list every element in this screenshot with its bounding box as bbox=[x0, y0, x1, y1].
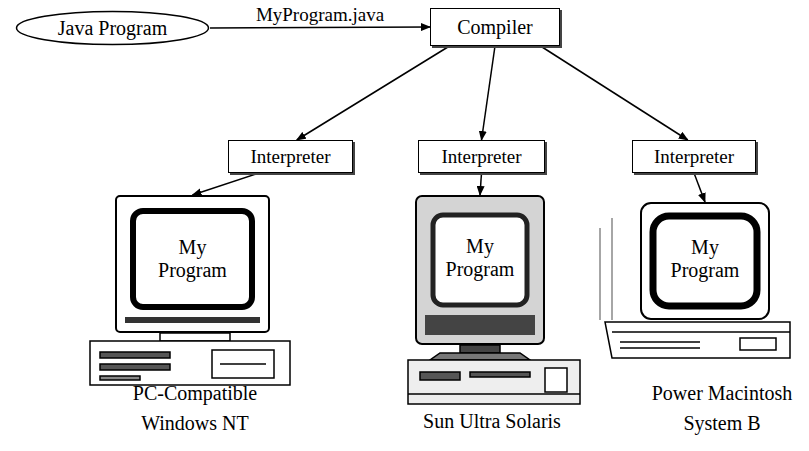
process-box: Compiler bbox=[430, 8, 560, 46]
start-ellipse: Java Program bbox=[15, 10, 210, 46]
pc-case bbox=[90, 333, 290, 385]
flow-arrow bbox=[541, 46, 688, 140]
process-box: Interpreter bbox=[418, 140, 545, 173]
monitor-screen: My Program bbox=[115, 195, 270, 333]
computer-caption: Power Macintosh System B bbox=[637, 378, 807, 438]
node-label: Compiler bbox=[457, 16, 533, 39]
process-box: Interpreter bbox=[228, 140, 353, 173]
node-text-group: Interpreter bbox=[441, 146, 521, 168]
sun-base bbox=[408, 345, 580, 404]
flow-arrow bbox=[210, 27, 430, 28]
node-text-group: Java Program bbox=[58, 17, 167, 40]
node-label: My Program bbox=[661, 236, 749, 282]
edge-label: MyProgram.java bbox=[253, 4, 387, 26]
node-text-group: My Program bbox=[147, 236, 239, 282]
node-label: My Program bbox=[147, 236, 239, 282]
node-text-group: Interpreter bbox=[250, 146, 330, 168]
process-box: Interpreter bbox=[632, 140, 756, 173]
flow-arrow bbox=[297, 46, 450, 140]
node-text-group: Compiler bbox=[457, 16, 533, 39]
monitor-screen: My Program bbox=[640, 202, 770, 320]
node-label: Java Program bbox=[58, 17, 167, 40]
node-label: Interpreter bbox=[441, 146, 521, 168]
node-text-group: Interpreter bbox=[654, 146, 734, 168]
node-text-group: My Program bbox=[661, 236, 749, 282]
computer-caption: Sun Ultra Solaris bbox=[402, 406, 582, 436]
flow-arrow bbox=[694, 173, 705, 202]
flow-arrow bbox=[193, 173, 260, 195]
node-text-group: My Program bbox=[438, 235, 522, 281]
node-label: Interpreter bbox=[250, 146, 330, 168]
node-label: My Program bbox=[438, 235, 522, 281]
computer-caption: PC-Compatible Windows NT bbox=[110, 378, 280, 438]
monitor-screen: My Program bbox=[415, 195, 545, 345]
flow-arrow bbox=[480, 173, 482, 195]
node-label: Interpreter bbox=[654, 146, 734, 168]
flow-arrow bbox=[482, 46, 496, 140]
